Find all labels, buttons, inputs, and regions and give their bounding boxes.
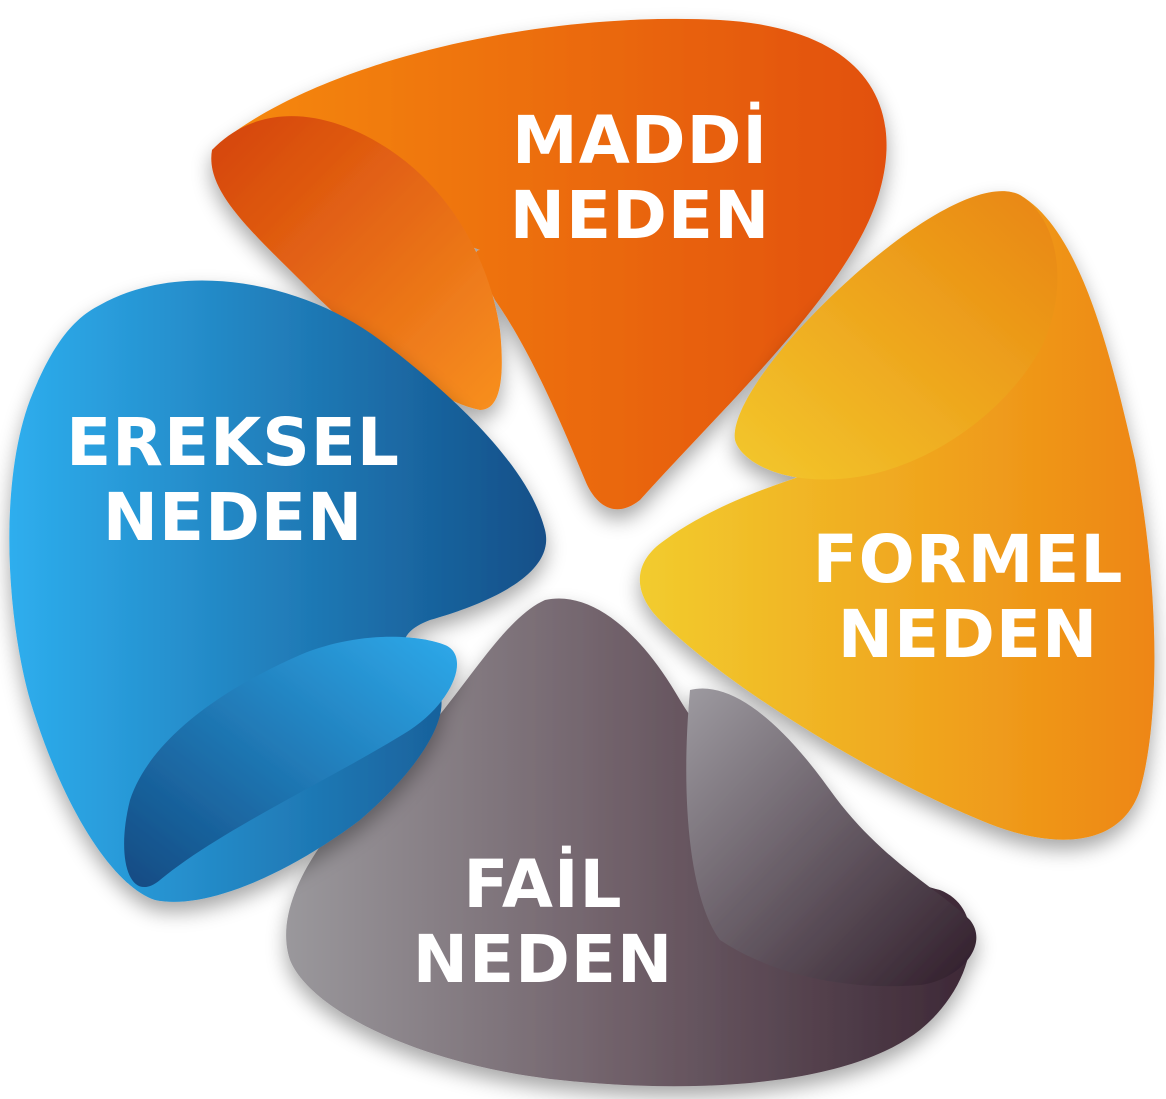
label-fail-line2: NEDEN [413, 921, 673, 998]
label-fail-line1: FAİL [463, 846, 622, 923]
label-ereksel: EREKSEL NEDEN [66, 404, 400, 556]
label-formel-line2: NEDEN [838, 596, 1098, 673]
label-ereksel-line2: NEDEN [103, 479, 363, 556]
label-maddi-line1: MADDİ [512, 102, 768, 179]
label-ereksel-line1: EREKSEL [66, 404, 400, 481]
label-formel-line1: FORMEL [813, 521, 1124, 598]
label-maddi: MADDİ NEDEN [510, 102, 770, 254]
label-maddi-line2: NEDEN [510, 177, 770, 254]
label-formel: FORMEL NEDEN [813, 521, 1124, 673]
